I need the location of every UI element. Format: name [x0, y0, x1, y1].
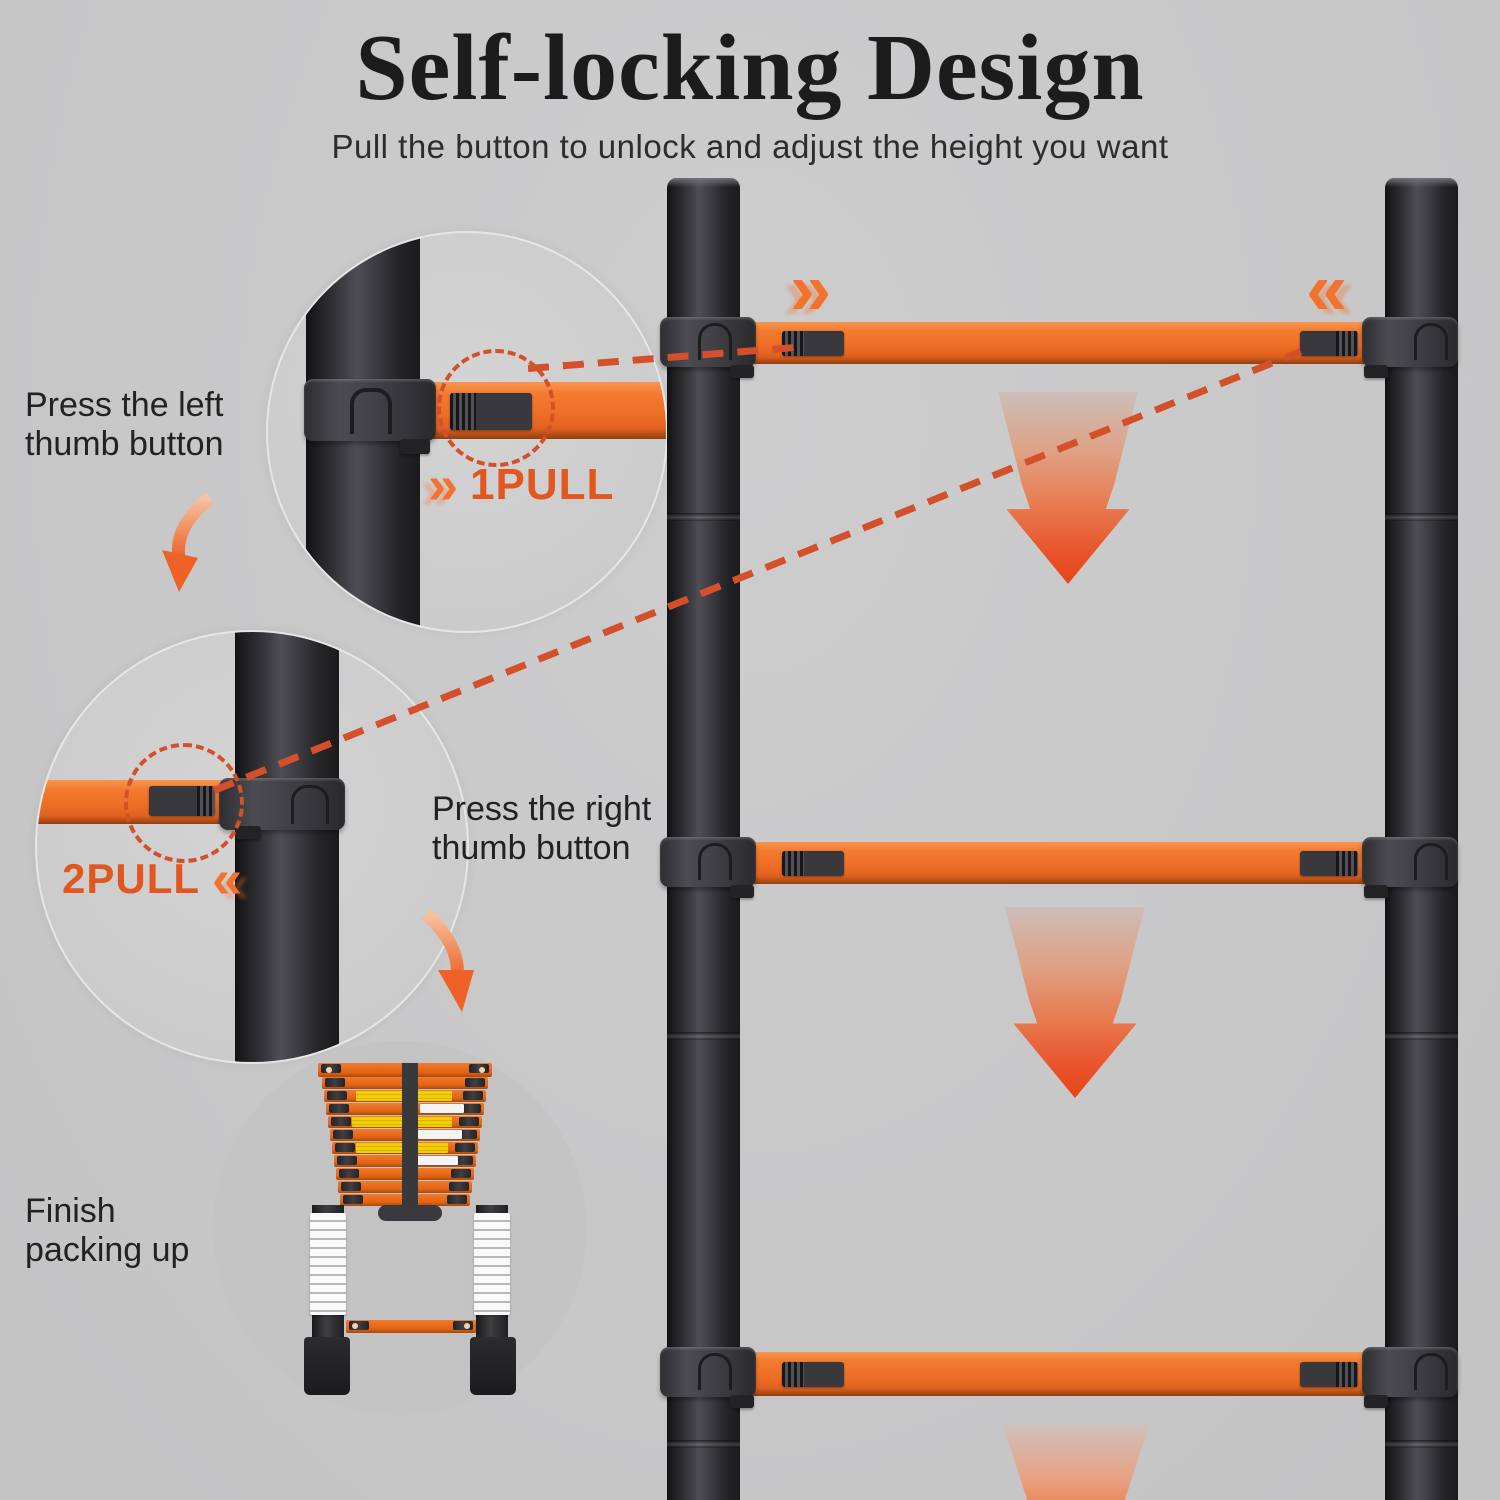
note-press-right: Press the right thumb button	[432, 790, 651, 868]
latch-tab	[730, 885, 754, 898]
curved-down-arrow	[421, 909, 474, 1012]
locking-collar	[660, 837, 756, 898]
locking-collar	[1362, 837, 1458, 898]
pull-step-2: 2PULL «	[62, 852, 242, 906]
carry-strap	[402, 1063, 418, 1209]
left-thumb-button	[782, 851, 844, 876]
note-line: Press the left	[25, 386, 224, 424]
pull-step-1: » 1PULL	[428, 458, 614, 512]
chevron-left-icon: «	[212, 849, 243, 909]
latch-tab	[730, 365, 754, 378]
zoom-inset-left-button	[266, 231, 668, 633]
note-press-left: Press the left thumb button	[25, 386, 223, 464]
page-subtitle: Pull the button to unlock and adjust the…	[331, 128, 1169, 165]
button-grip-ridges	[782, 1362, 804, 1387]
pull-1-label: 1PULL	[470, 460, 615, 509]
latch-tab	[1364, 365, 1388, 378]
info-label	[420, 1104, 464, 1113]
info-label	[416, 1156, 458, 1165]
dashed-callout-circle	[437, 349, 555, 467]
latch-tab	[1364, 885, 1388, 898]
rail-top-cap	[667, 178, 740, 187]
instruction-label	[310, 1213, 346, 1315]
collar-groove	[1414, 843, 1448, 880]
latch-tab	[235, 826, 261, 839]
slide-down-arrow-partial	[1003, 1425, 1149, 1500]
latch-tab	[730, 1395, 754, 1408]
info-label	[418, 1130, 462, 1139]
button-grip-ridges	[1336, 1362, 1358, 1387]
note-line: thumb button	[432, 829, 631, 867]
right-thumb-button	[1300, 331, 1358, 356]
telescoping-joint	[667, 1032, 740, 1040]
latch-tab	[1364, 1395, 1388, 1408]
chevron-right-icon: »	[790, 247, 832, 330]
latch-tab	[400, 439, 430, 454]
collar-groove	[291, 785, 329, 824]
locking-collar	[660, 1347, 756, 1408]
note-line: thumb button	[25, 425, 224, 463]
locking-collar	[1362, 1347, 1458, 1408]
rivet	[326, 1067, 332, 1073]
slide-down-arrow	[1005, 907, 1145, 1098]
collar-groove	[698, 323, 732, 360]
ladder-foot	[304, 1337, 350, 1395]
chevron-right-icon: »	[428, 455, 459, 515]
chevron-left-icon: «	[1306, 247, 1348, 330]
zoom-inset-right-button	[35, 630, 469, 1064]
pull-2-label: 2PULL	[62, 855, 201, 902]
ladder-rail	[235, 632, 339, 1062]
button-grip-ridges	[1336, 331, 1358, 356]
collar-groove	[1414, 323, 1448, 360]
note-line: Press the right	[432, 790, 652, 828]
left-thumb-button	[782, 1362, 844, 1387]
telescoping-joint	[667, 513, 740, 521]
collar-groove	[698, 843, 732, 880]
rail-top-cap	[1385, 178, 1458, 187]
button-grip-ridges	[782, 851, 804, 876]
telescoping-joint	[1385, 1032, 1458, 1040]
strap-buckle	[378, 1205, 442, 1221]
page-title: Self-locking Design	[355, 16, 1145, 120]
dashed-callout-circle	[124, 743, 244, 863]
collar-groove	[698, 1353, 732, 1390]
ladder-foot	[470, 1337, 516, 1395]
rivet	[464, 1323, 470, 1329]
right-thumb-button	[1300, 851, 1358, 876]
telescoping-joint	[667, 1440, 740, 1448]
note-line: packing up	[25, 1231, 190, 1269]
right-thumb-button	[1300, 1362, 1358, 1387]
rivet	[479, 1067, 485, 1073]
button-grip-ridges	[1336, 851, 1358, 876]
note-finish: Finish packing up	[25, 1192, 189, 1270]
collar-groove	[1414, 1353, 1448, 1390]
collar-groove	[350, 388, 392, 434]
telescoping-joint	[1385, 1440, 1458, 1448]
curved-down-arrow	[162, 492, 215, 592]
rivet	[352, 1323, 358, 1329]
note-line: Finish	[25, 1192, 116, 1230]
telescoping-joint	[1385, 513, 1458, 521]
locking-collar	[1362, 317, 1458, 378]
locking-collar	[304, 379, 436, 441]
packed-bottom-rung	[346, 1320, 476, 1333]
instruction-label	[474, 1213, 510, 1315]
